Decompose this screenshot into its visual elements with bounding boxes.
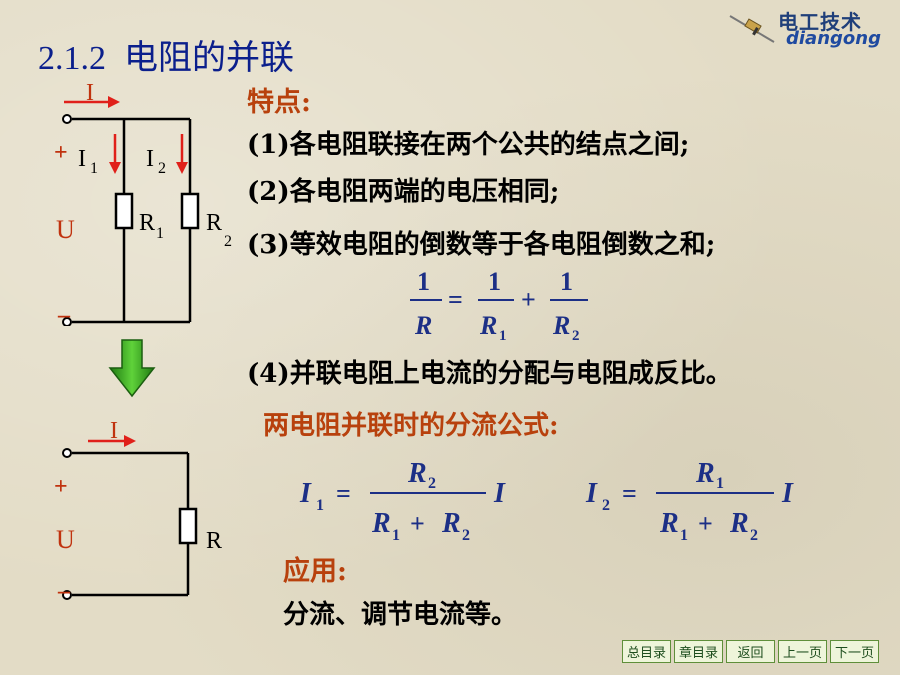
i2-numerator: R bbox=[695, 458, 715, 489]
equivalent-circuit-diagram: I + U R _ bbox=[54, 418, 222, 600]
eq-voltage-label: U bbox=[56, 525, 75, 554]
i2-lhs: I bbox=[585, 478, 598, 509]
eq-current-arrow-head bbox=[124, 435, 136, 447]
parallel-circuit-diagram: I + I 1 I 2 U R 1 R 2 _ bbox=[54, 80, 232, 326]
eq-resistor-label: R bbox=[206, 528, 222, 554]
nav-bar: 总目录 章目录 返回 上一页 下一页 bbox=[622, 640, 879, 663]
i1-den-a-sub: 1 bbox=[392, 527, 400, 544]
current-divider-formula-i1: I 1 = R 2 R 1 + R 2 I bbox=[299, 458, 506, 544]
down-arrow-icon bbox=[108, 339, 156, 398]
i1-rhs: I bbox=[493, 478, 506, 509]
branch2-current-sub: 2 bbox=[158, 160, 166, 177]
features-heading: 特点: bbox=[247, 87, 311, 118]
page-title: 2.1.2 电阻的并联 bbox=[38, 30, 294, 79]
resistor-r1 bbox=[114, 192, 134, 230]
application-heading: 应用: bbox=[283, 556, 347, 587]
logo-text-cn: 电工技术 bbox=[778, 10, 862, 34]
divider-heading: 两电阻并联时的分流公式: bbox=[263, 411, 559, 441]
i2-lhs-sub: 2 bbox=[602, 497, 610, 514]
resistor-r2 bbox=[180, 192, 200, 230]
r2-sub: 2 bbox=[224, 233, 232, 250]
lhs-denominator: R bbox=[414, 311, 432, 340]
chapter-toc-button[interactable]: 章目录 bbox=[674, 640, 723, 663]
terminal-top bbox=[62, 114, 72, 124]
r1-sub: 1 bbox=[156, 225, 164, 242]
feature-item-4: (4)并联电阻上电流的分配与电阻成反比。 bbox=[247, 359, 732, 389]
t2-denominator: R bbox=[552, 311, 570, 340]
back-button[interactable]: 返回 bbox=[726, 640, 775, 663]
i2-den-b: R bbox=[729, 508, 749, 539]
prev-page-button[interactable]: 上一页 bbox=[778, 640, 827, 663]
branch1-current-label: I bbox=[78, 146, 86, 172]
r2-label: R bbox=[206, 210, 222, 236]
eq-minus-label: _ bbox=[57, 570, 71, 596]
section-title: 电阻的并联 bbox=[124, 38, 294, 78]
branch1-current-arrow-head bbox=[109, 162, 121, 174]
feature-item-3: (3)等效电阻的倒数等于各电阻倒数之和; bbox=[247, 230, 716, 260]
feature-item-2: (2)各电阻两端的电压相同; bbox=[247, 177, 560, 207]
voltage-label: U bbox=[56, 215, 75, 244]
i1-den-plus: + bbox=[410, 509, 425, 538]
next-page-button[interactable]: 下一页 bbox=[830, 640, 879, 663]
plus-label: + bbox=[54, 140, 68, 166]
eq-current-label: I bbox=[110, 418, 118, 444]
i2-den-b-sub: 2 bbox=[750, 527, 758, 544]
i1-lhs: I bbox=[299, 478, 312, 509]
feature-item-1: (1)各电阻联接在两个公共的结点之间; bbox=[247, 130, 690, 160]
branch2-current-label: I bbox=[146, 146, 154, 172]
t2-numerator: 1 bbox=[560, 267, 573, 296]
diode-logo-icon bbox=[729, 15, 775, 43]
i1-den-a: R bbox=[371, 508, 391, 539]
terminal-bottom bbox=[62, 317, 72, 326]
i1-lhs-sub: 1 bbox=[316, 497, 324, 514]
resistor-r bbox=[178, 507, 198, 545]
i1-numerator: R bbox=[407, 458, 427, 489]
current-arrow-head bbox=[108, 96, 120, 108]
lhs-numerator: 1 bbox=[417, 267, 430, 296]
t1-denominator: R bbox=[479, 311, 497, 340]
i2-rhs: I bbox=[781, 478, 794, 509]
plus-sign: + bbox=[521, 285, 536, 314]
eq-plus-label: + bbox=[54, 474, 68, 500]
toc-button[interactable]: 总目录 bbox=[622, 640, 671, 663]
logo-text-en: diangong bbox=[786, 28, 881, 49]
eq-terminal-top bbox=[62, 448, 72, 458]
i1-den-b: R bbox=[441, 508, 461, 539]
equals-sign: = bbox=[448, 285, 463, 314]
i2-equals: = bbox=[622, 479, 637, 508]
i2-den-a: R bbox=[659, 508, 679, 539]
i1-equals: = bbox=[336, 479, 351, 508]
i2-numerator-sub: 1 bbox=[716, 475, 724, 492]
equivalent-resistance-formula: 1 R = 1 R 1 + 1 R 2 bbox=[410, 267, 588, 344]
application-text: 分流、调节电流等。 bbox=[283, 600, 518, 630]
section-number: 2.1.2 bbox=[38, 40, 106, 77]
t2-sub: 2 bbox=[572, 328, 580, 344]
i1-den-b-sub: 2 bbox=[462, 527, 470, 544]
branch1-current-sub: 1 bbox=[90, 160, 98, 177]
branch2-current-arrow-head bbox=[176, 162, 188, 174]
i2-den-plus: + bbox=[698, 509, 713, 538]
current-label: I bbox=[86, 80, 94, 106]
t1-numerator: 1 bbox=[488, 267, 501, 296]
current-divider-formula-i2: I 2 = R 1 R 1 + R 2 I bbox=[585, 458, 794, 544]
i2-den-a-sub: 1 bbox=[680, 527, 688, 544]
r1-label: R bbox=[139, 210, 155, 236]
i1-numerator-sub: 2 bbox=[428, 475, 436, 492]
t1-sub: 1 bbox=[499, 328, 507, 344]
logo: 电工技术 diangong bbox=[726, 4, 890, 50]
minus-label: _ bbox=[57, 294, 71, 320]
eq-terminal-bottom bbox=[62, 590, 72, 600]
